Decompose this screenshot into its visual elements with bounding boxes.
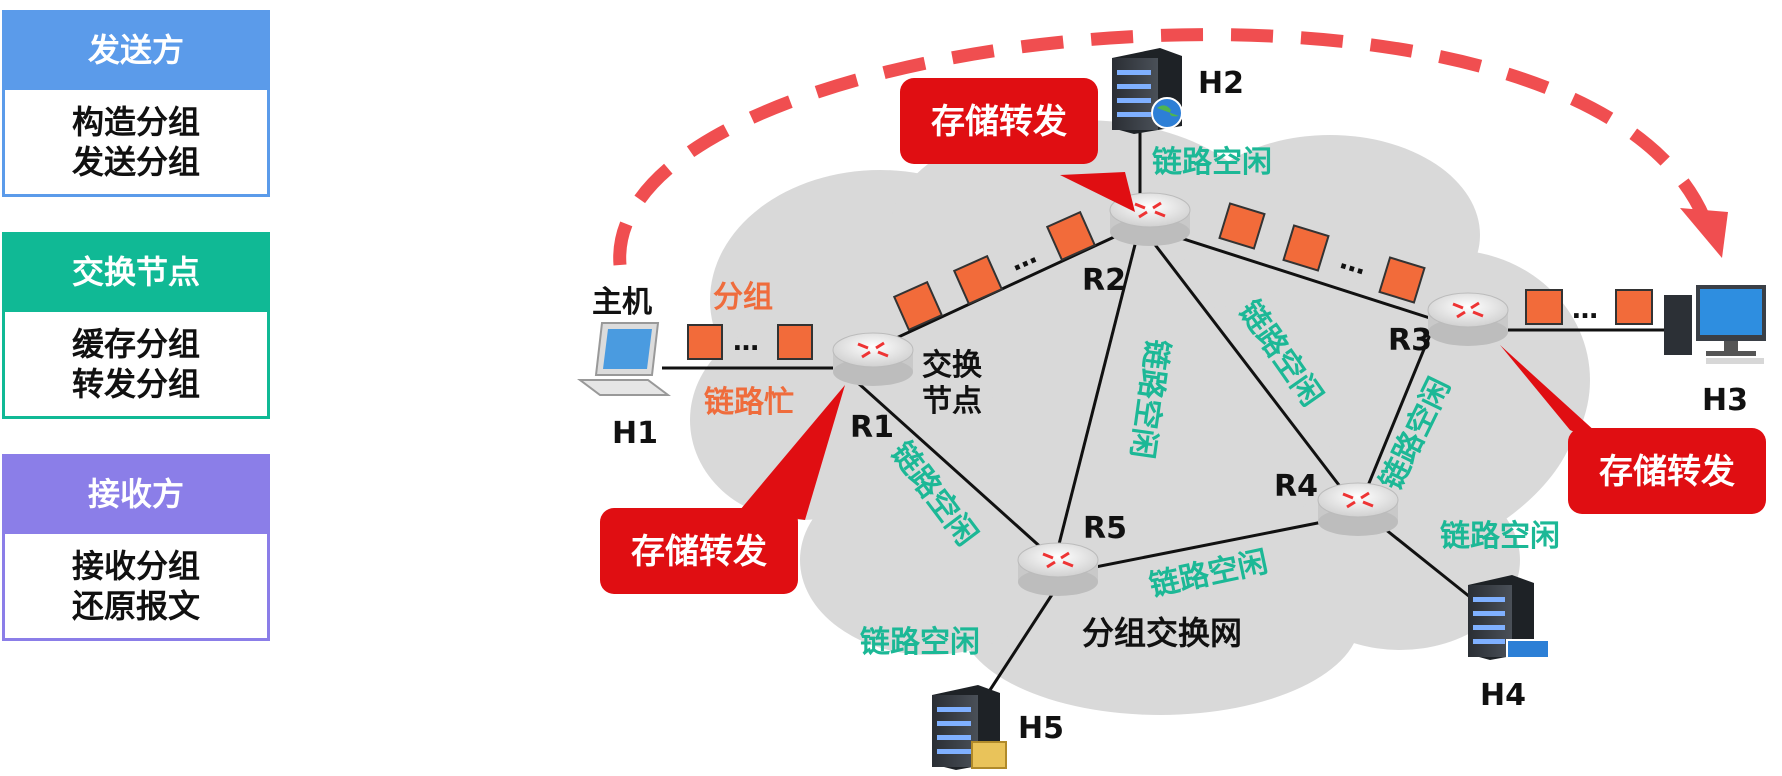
globe-icon <box>1151 97 1183 129</box>
router-icon <box>1042 551 1074 569</box>
sender-line-1: 构造分组 <box>71 103 200 141</box>
server-icon <box>932 685 1007 770</box>
switch-line-2: 转发分组 <box>71 365 200 403</box>
switch-panel: 交换节点 缓存分组 转发分组 <box>2 232 270 419</box>
label-packet: 分组 <box>713 280 773 315</box>
callout-r2-text: 存储转发 <box>931 102 1067 142</box>
switch-line-1: 缓存分组 <box>71 325 200 363</box>
packet-h3-1 <box>1525 289 1563 325</box>
label-r3: R3 <box>1388 323 1432 358</box>
sender-line-2: 发送分组 <box>71 143 200 181</box>
packet-h1-1 <box>687 324 723 360</box>
end-to-end-arc <box>613 28 1711 266</box>
packet-h3-2 <box>1615 289 1653 325</box>
packet-r1r2-2 <box>952 254 1004 306</box>
server-icon <box>1112 48 1183 134</box>
link-idle-h4: 链路空闲 <box>1440 519 1560 554</box>
switch-body: 缓存分组 转发分组 <box>2 312 270 419</box>
label-network: 分组交换网 <box>1082 614 1242 652</box>
link-idle-h5: 链路空闲 <box>860 625 980 660</box>
receiver-title: 接收方 <box>2 454 270 534</box>
server-icon <box>1468 575 1550 660</box>
callout-r3: 存储转发 <box>1500 345 1766 514</box>
arc-arrowhead <box>1680 208 1728 258</box>
label-r5: R5 <box>1083 511 1127 546</box>
label-r2: R2 <box>1082 263 1126 298</box>
packet-r2r3-1 <box>1218 202 1266 250</box>
label-h3: H3 <box>1702 383 1748 418</box>
callout-r2: 存储转发 <box>900 78 1135 212</box>
router-r5 <box>1017 542 1099 596</box>
label-switch-node-2: 节点 <box>922 384 982 419</box>
sender-body: 构造分组 发送分组 <box>2 90 270 197</box>
sender-title: 发送方 <box>2 10 270 90</box>
folder-icon <box>971 741 1007 769</box>
link-idle-h2: 链路空闲 <box>1152 145 1272 180</box>
switch-title: 交换节点 <box>2 232 270 312</box>
packet-r1r2-3 <box>1045 210 1097 262</box>
packet-r2r3-3 <box>1378 256 1426 304</box>
packets <box>687 202 1653 360</box>
router-r1 <box>832 332 914 386</box>
label-r4: R4 <box>1274 469 1318 504</box>
label-h2: H2 <box>1198 66 1244 101</box>
film-icon <box>1506 639 1550 659</box>
label-h5: H5 <box>1018 711 1064 746</box>
callout-r3-text: 存储转发 <box>1599 452 1735 492</box>
router-r3 <box>1427 292 1509 346</box>
label-host: 主机 <box>592 285 652 320</box>
router-icon <box>1342 491 1374 509</box>
label-link-busy: 链路忙 <box>704 385 794 420</box>
callout-r1: 存储转发 <box>600 385 845 594</box>
label-r1: R1 <box>850 410 894 445</box>
ellipsis-h1: … <box>733 327 759 357</box>
desktop-icon <box>1664 285 1766 364</box>
router-icon <box>1452 301 1484 319</box>
callout-r1-text: 存储转发 <box>631 532 767 572</box>
receiver-body: 接收分组 还原报文 <box>2 534 270 641</box>
receiver-line-1: 接收分组 <box>71 547 200 585</box>
receiver-line-2: 还原报文 <box>71 587 200 625</box>
ellipsis-h3: … <box>1572 295 1598 325</box>
label-h4: H4 <box>1480 678 1526 713</box>
label-h1: H1 <box>612 416 658 451</box>
packet-r1r2-1 <box>892 280 944 332</box>
router-icon <box>1134 201 1166 219</box>
router-r4 <box>1317 482 1399 536</box>
router-icon <box>857 341 889 359</box>
sender-panel: 发送方 构造分组 发送分组 <box>2 10 270 197</box>
packet-h1-2 <box>777 324 813 360</box>
packet-r2r3-2 <box>1282 224 1330 272</box>
receiver-panel: 接收方 接收分组 还原报文 <box>2 454 270 641</box>
label-switch-node-1: 交换 <box>922 348 983 383</box>
laptop-icon <box>577 322 671 396</box>
